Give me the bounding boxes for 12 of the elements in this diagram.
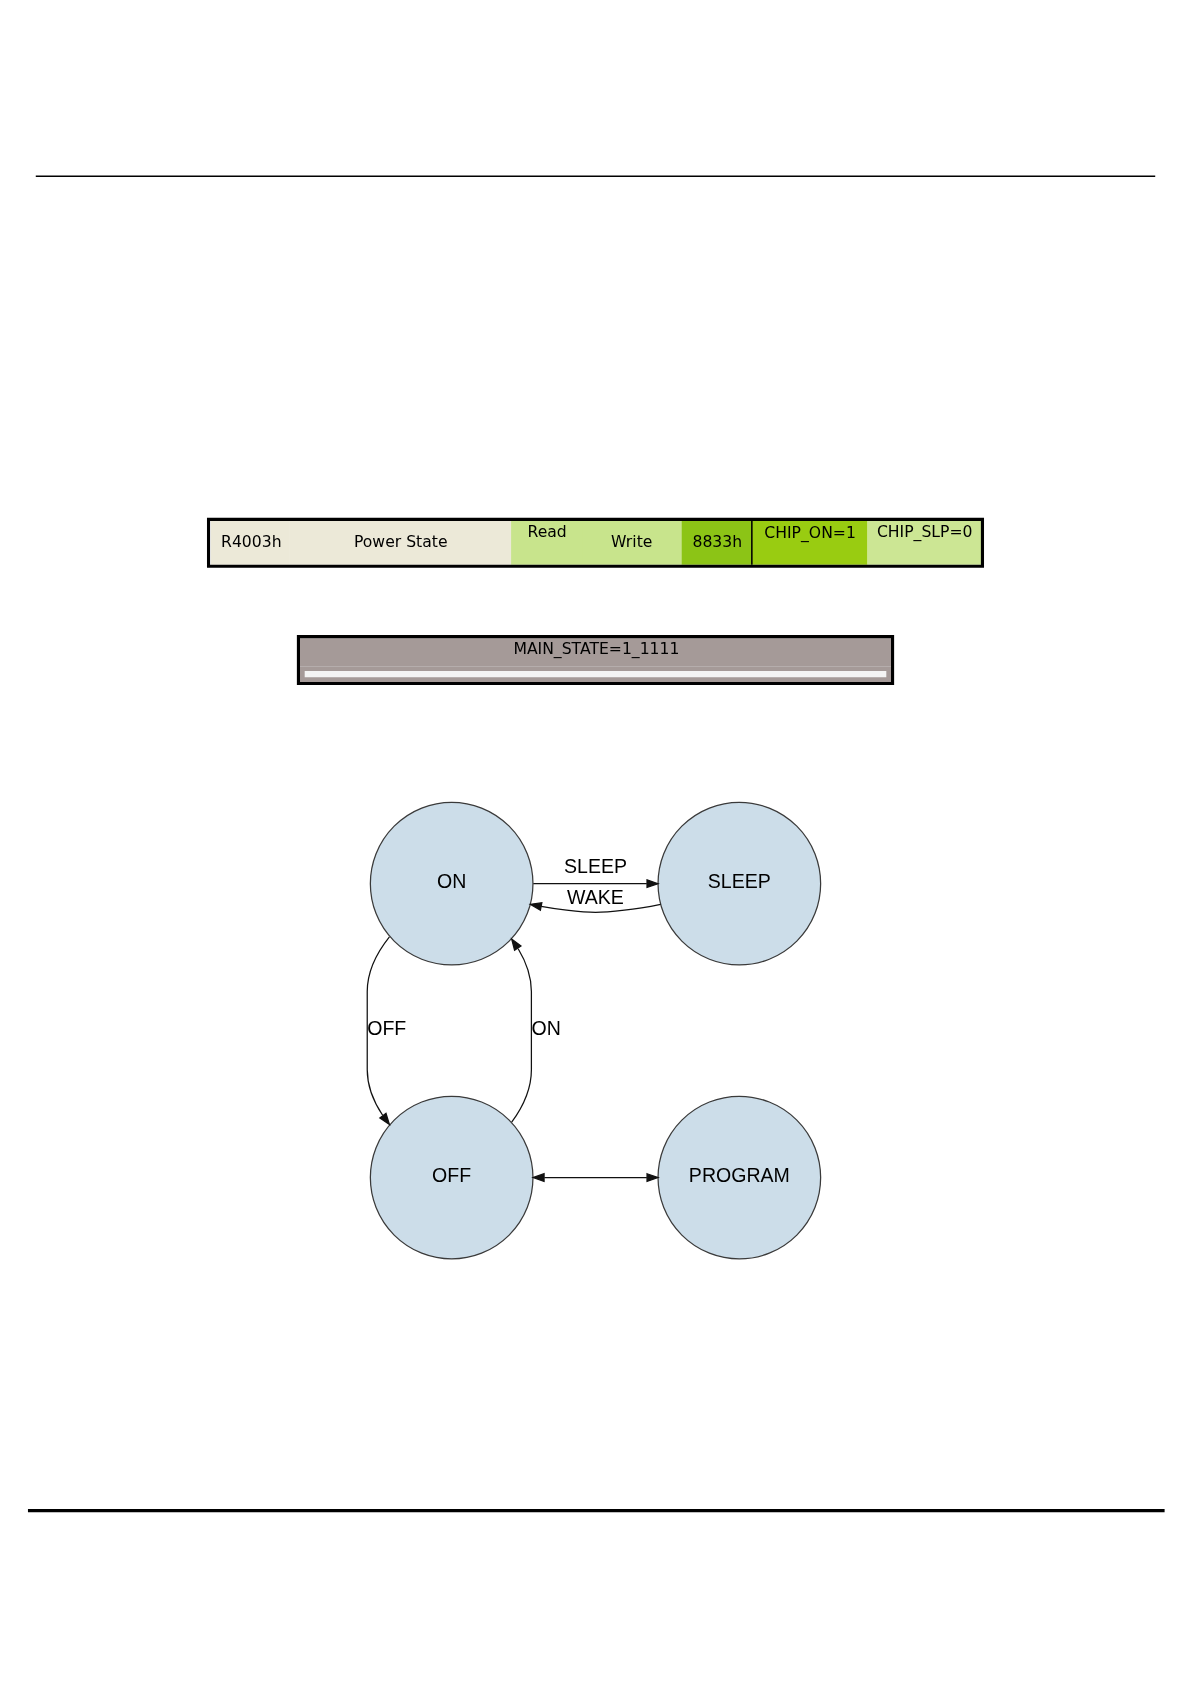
edge-label: OFF <box>367 1016 407 1039</box>
label: Power State <box>353 531 448 551</box>
label: MAIN_STATE=1_1111 <box>513 638 680 658</box>
label: Write <box>611 531 653 551</box>
edge-label: ON <box>531 1016 561 1039</box>
label: 8833h <box>692 531 743 551</box>
edge-label: WAKE <box>567 885 624 908</box>
label: Read <box>527 521 567 541</box>
label: CHIP_SLP=0 <box>876 521 973 541</box>
label: CHIP_ON=1 <box>764 522 856 542</box>
label: R4003h <box>221 531 282 551</box>
edge-label: SLEEP <box>564 854 627 877</box>
